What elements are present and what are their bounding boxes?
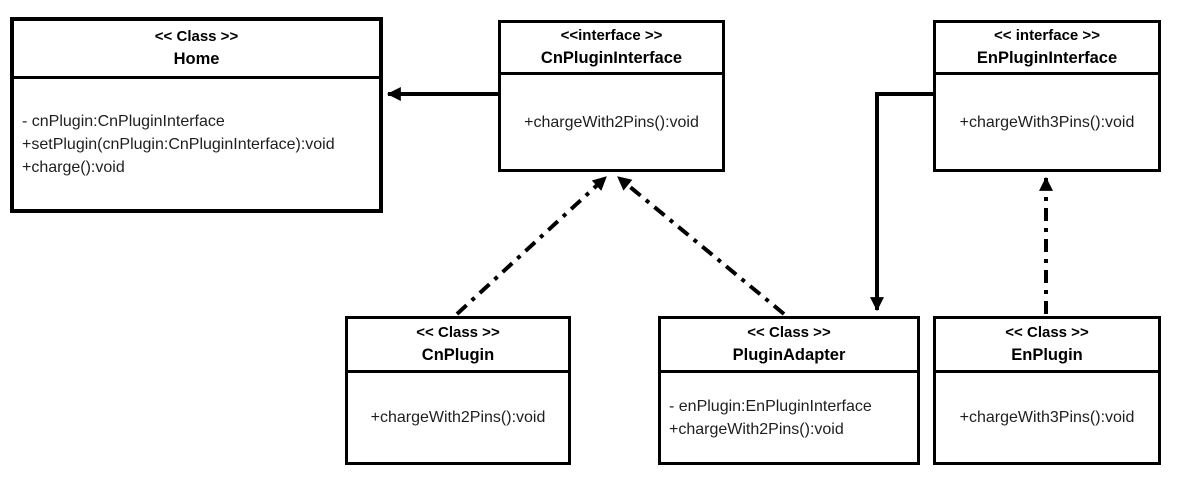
stereotype-label: << interface >> bbox=[994, 27, 1100, 44]
class-header: << Class >> Home bbox=[14, 21, 379, 79]
class-box-cnplugin: << Class >> CnPlugin +chargeWith2Pins():… bbox=[345, 316, 571, 465]
class-members: +chargeWith2Pins():void bbox=[501, 75, 722, 169]
class-header: << Class >> EnPlugin bbox=[936, 319, 1158, 373]
class-box-enplugin: << Class >> EnPlugin +chargeWith3Pins():… bbox=[933, 316, 1161, 465]
stereotype-label: <<interface >> bbox=[560, 27, 663, 44]
class-header: <<interface >> CnPluginInterface bbox=[501, 23, 722, 75]
stereotype-label: << Class >> bbox=[747, 324, 831, 341]
member-method: +chargeWith3Pins():void bbox=[959, 113, 1135, 131]
arrow-enplugininterface-to-pluginadapter bbox=[870, 92, 933, 312]
class-members: - cnPlugin:CnPluginInterface +setPlugin(… bbox=[14, 79, 379, 209]
stereotype-label: << Class >> bbox=[154, 28, 239, 45]
class-name: CnPlugin bbox=[421, 346, 495, 364]
stereotype-label: << Class >> bbox=[1005, 324, 1089, 341]
class-members: +chargeWith3Pins():void bbox=[936, 75, 1158, 169]
class-header: << Class >> CnPlugin bbox=[348, 319, 568, 373]
class-name: CnPluginInterface bbox=[540, 49, 683, 67]
arrow-pluginadapter-to-cnplugininterface bbox=[616, 175, 786, 316]
class-members: +chargeWith3Pins():void bbox=[936, 373, 1158, 462]
interface-box-cnplugininterface: <<interface >> CnPluginInterface +charge… bbox=[498, 20, 725, 172]
member-method: +setPlugin(cnPlugin:CnPluginInterface):v… bbox=[22, 135, 335, 153]
class-box-home: << Class >> Home - cnPlugin:CnPluginInte… bbox=[10, 17, 383, 213]
class-name: EnPluginInterface bbox=[976, 49, 1118, 67]
stereotype-label: << Class >> bbox=[416, 324, 500, 341]
member-field: - enPlugin:EnPluginInterface bbox=[669, 397, 872, 415]
interface-box-enplugininterface: << interface >> EnPluginInterface +charg… bbox=[933, 20, 1161, 172]
arrow-cnplugin-to-cnplugininterface bbox=[455, 175, 608, 316]
member-method: +chargeWith2Pins():void bbox=[669, 420, 844, 438]
class-name: EnPlugin bbox=[1011, 346, 1083, 364]
member-method: +chargeWith2Pins():void bbox=[370, 409, 546, 426]
member-method: +chargeWith3Pins():void bbox=[959, 409, 1135, 426]
class-header: << interface >> EnPluginInterface bbox=[936, 23, 1158, 75]
class-members: - enPlugin:EnPluginInterface +chargeWith… bbox=[661, 373, 917, 462]
member-method: +chargeWith2Pins():void bbox=[524, 113, 699, 131]
class-name: Home bbox=[173, 50, 220, 68]
class-header: << Class >> PluginAdapter bbox=[661, 319, 917, 373]
class-box-pluginadapter: << Class >> PluginAdapter - enPlugin:EnP… bbox=[658, 316, 920, 465]
class-name: PluginAdapter bbox=[732, 346, 846, 364]
class-members: +chargeWith2Pins():void bbox=[348, 373, 568, 462]
member-field: - cnPlugin:CnPluginInterface bbox=[22, 112, 225, 130]
member-method: +charge():void bbox=[22, 158, 125, 176]
